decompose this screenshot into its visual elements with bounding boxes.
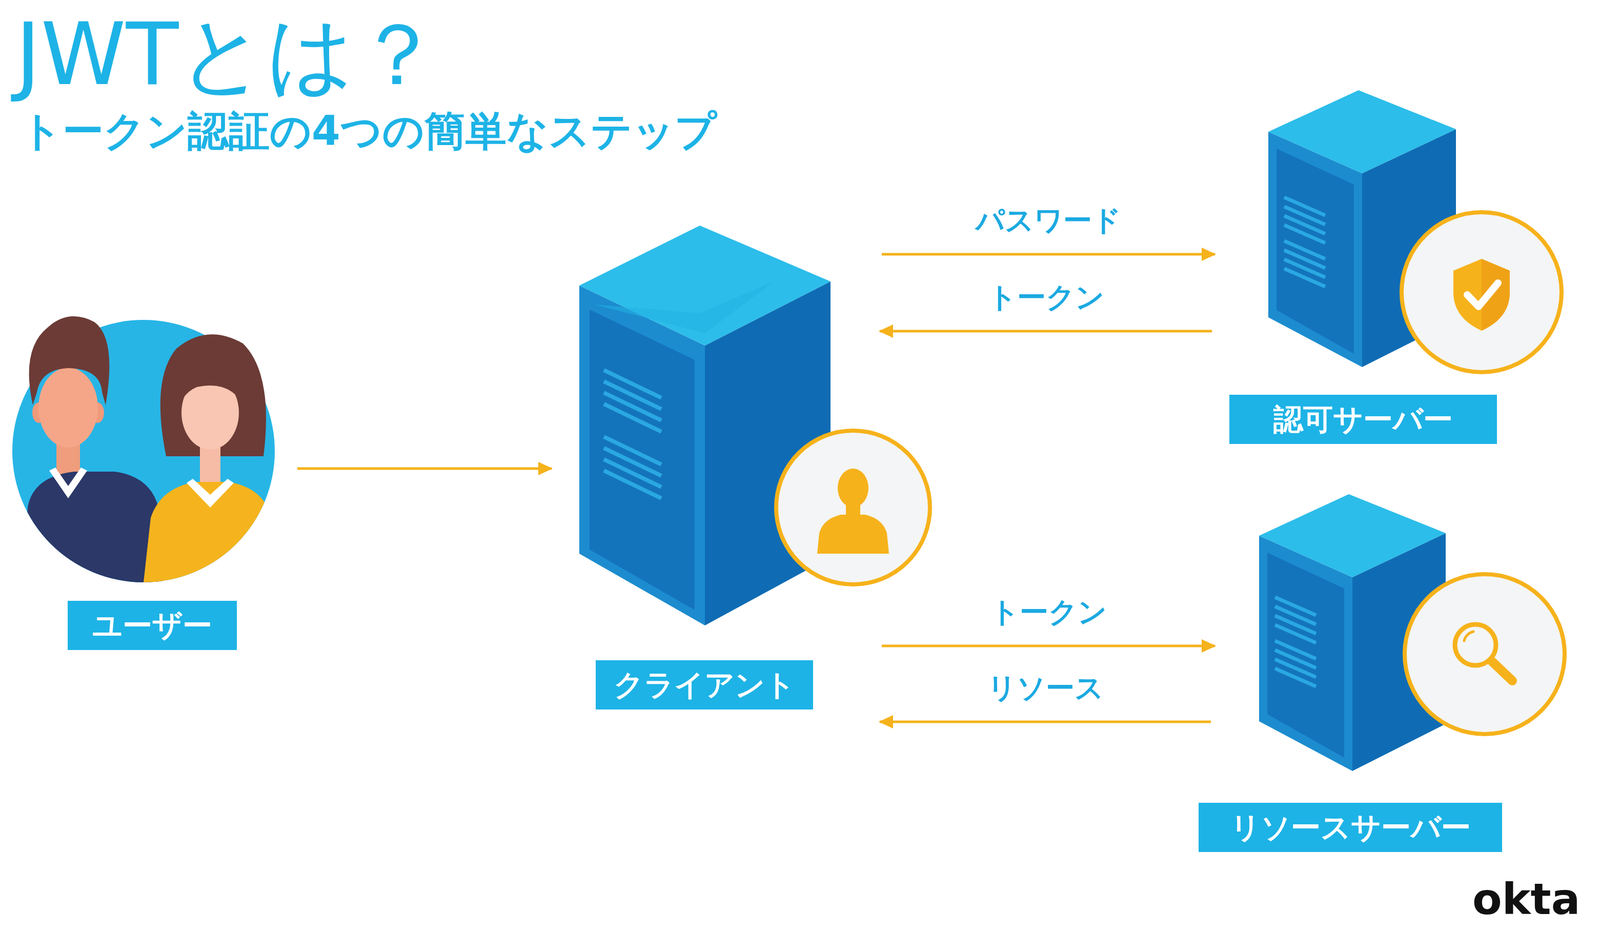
auth-badge xyxy=(1401,212,1562,373)
logo-wordmark-holder: okta xyxy=(1472,875,1581,923)
woman-figure xyxy=(143,334,274,583)
auth-server-node: 認可サーバー xyxy=(1268,90,1456,368)
client-node: クライアント xyxy=(579,225,831,626)
woman-collar xyxy=(186,478,234,508)
resource-server-node: リソースサーバー xyxy=(1259,494,1446,772)
edge-label-holder: パスワード xyxy=(970,203,1127,238)
check-mark xyxy=(1467,282,1498,307)
edge-label: トークン xyxy=(985,594,1112,630)
node-label: クライアント xyxy=(613,660,796,710)
server-panel xyxy=(1276,148,1354,354)
person-icon xyxy=(817,468,889,554)
node-label: 認可サーバー xyxy=(1273,394,1453,444)
man-collar xyxy=(49,467,88,499)
label-banner: ユーザー xyxy=(67,600,237,651)
node-label: リソースサーバー xyxy=(1230,802,1471,853)
server-vents xyxy=(1274,597,1316,687)
user-node: ユーザー xyxy=(12,312,275,583)
edge-label-holder: リソース xyxy=(982,670,1109,705)
magnifier-icon xyxy=(1454,624,1513,681)
woman-bangs xyxy=(176,353,247,411)
client-badge xyxy=(776,430,930,585)
man-figure xyxy=(22,316,164,583)
label-banner: リソースサーバー xyxy=(1198,802,1503,853)
arrow-connector xyxy=(881,253,1215,256)
server-vents xyxy=(1284,197,1326,287)
label-banner: 認可サーバー xyxy=(1229,394,1497,444)
client-server xyxy=(579,225,930,626)
title-holder: JWTとは？ xyxy=(15,7,441,103)
server-front xyxy=(579,285,705,626)
edge-label: リソース xyxy=(982,670,1109,705)
server-panel xyxy=(589,309,695,611)
arrow-connector xyxy=(879,330,1212,333)
resource-server xyxy=(1259,494,1565,772)
subtitle: トークン認証の4つの簡単なステップ xyxy=(20,108,717,154)
woman-hair-back xyxy=(160,334,267,457)
edge-label-holder: トークン xyxy=(985,594,1112,630)
man-face xyxy=(38,367,98,448)
man-hair xyxy=(29,316,110,405)
man-body xyxy=(22,471,164,583)
edge-label: トークン xyxy=(982,279,1110,315)
label-banner: クライアント xyxy=(595,660,814,710)
auth-server xyxy=(1268,90,1562,373)
edge-label: パスワード xyxy=(970,203,1127,238)
users-illustration xyxy=(12,316,275,583)
arrow-connector xyxy=(879,720,1211,724)
edge-label-holder: トークン xyxy=(982,279,1110,315)
server-panel xyxy=(1267,552,1345,758)
server-vents xyxy=(603,370,662,499)
resource-badge xyxy=(1404,574,1565,735)
subtitle-holder: トークン認証の4つの簡単なステップ xyxy=(20,108,717,154)
arrow-connector xyxy=(881,644,1215,648)
title: JWTとは？ xyxy=(15,7,441,103)
node-label: ユーザー xyxy=(92,600,213,651)
connector-group xyxy=(297,254,1215,722)
logo-wordmark: okta xyxy=(1472,875,1581,923)
shield-icon xyxy=(1453,258,1510,331)
arrow-connector xyxy=(297,467,552,471)
